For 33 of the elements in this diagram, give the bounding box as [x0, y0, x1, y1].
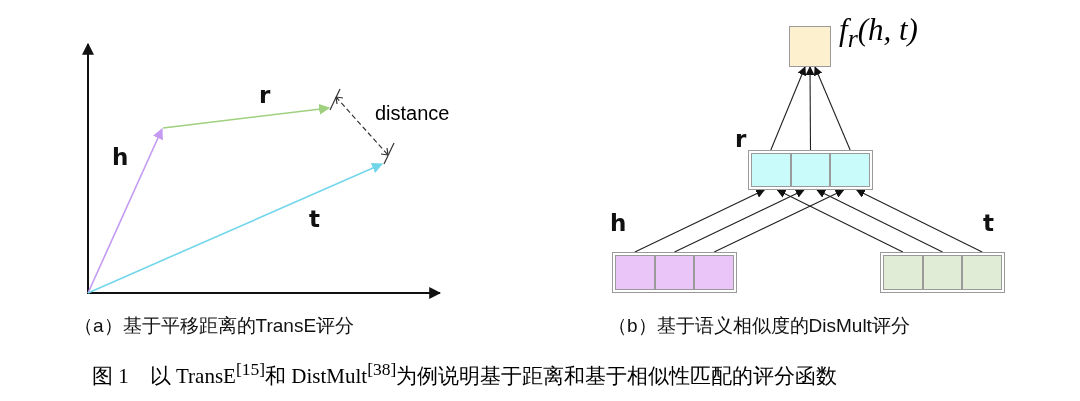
vector-box: [748, 150, 873, 190]
vector-label: t: [983, 212, 994, 235]
vector-cell: [883, 255, 923, 290]
vector-label: t: [309, 208, 320, 231]
output-box: [789, 26, 831, 67]
vector-cell: [790, 153, 831, 187]
arrow: [634, 189, 766, 253]
vector-cell: [830, 153, 870, 187]
vector-cell: [751, 153, 791, 187]
arrow: [855, 189, 983, 253]
arrow: [814, 66, 851, 151]
vector-box: [880, 252, 1005, 293]
arrow: [776, 189, 904, 253]
subfigure-caption: （a）基于平移距离的TransE评分: [74, 316, 355, 335]
figure-caption: 图 1 以 TransE$^{[15]}$和 DistMult$^{[38]}$为例说明基于距离和基于相似性匹配的评分函数: [92, 361, 838, 387]
vector-label: r: [259, 84, 271, 107]
vector-cell: [922, 255, 963, 290]
arrow: [770, 66, 807, 151]
vector-label: h: [610, 212, 627, 235]
formula-label: f$_{r}$(h, t): [839, 14, 918, 52]
vector-label: r: [735, 128, 747, 151]
arrow: [713, 189, 845, 253]
vector-box: [612, 252, 737, 293]
arrow: [673, 189, 805, 253]
vector-cell: [615, 255, 655, 290]
vector-label: h: [112, 146, 129, 169]
distance-label: distance: [375, 103, 450, 123]
vector-cell: [694, 255, 734, 290]
vector-cell: [962, 255, 1002, 290]
vector-cell: [654, 255, 695, 290]
subfigure-caption: （b）基于语义相似度的DisMult评分: [608, 316, 910, 335]
arrow: [816, 189, 944, 253]
arrow: [805, 66, 815, 151]
